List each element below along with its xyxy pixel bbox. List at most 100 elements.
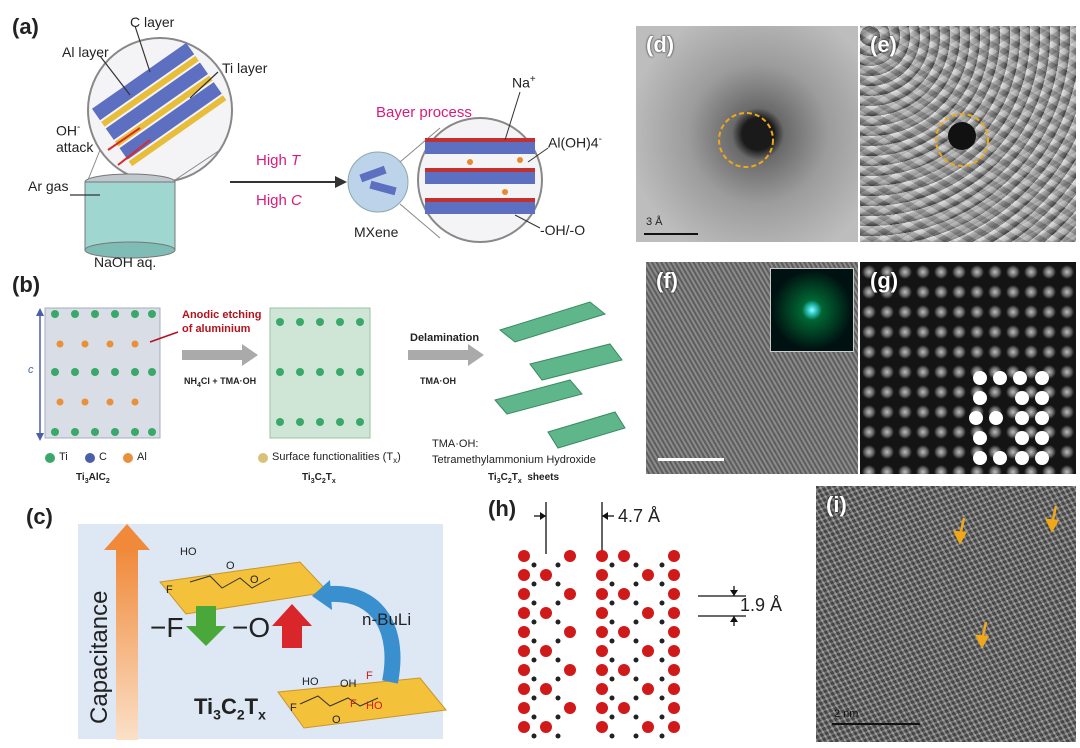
red-arrow: [272, 604, 312, 648]
o-atom: [518, 645, 530, 657]
ti3alc2-crystal: [44, 307, 161, 439]
spacing-4-7-label: 4.7 Å: [618, 506, 661, 526]
bottom-flake-ho: HO: [302, 676, 319, 688]
reagent-nh4cl-label: NH4Cl + TMA·OH: [184, 376, 257, 389]
panel-e-label: (e): [870, 32, 897, 57]
c-layer-label: C layer: [130, 14, 175, 30]
panel-e-vacancy-circle: [935, 113, 989, 167]
o-atom: [642, 645, 654, 657]
bottom-flake-f: F: [290, 702, 297, 714]
panel-i-label: (i): [826, 492, 847, 517]
ti-atom: [531, 562, 537, 568]
ti-atom: [555, 562, 561, 568]
ti-atom: [609, 600, 615, 606]
o-atom: [564, 626, 576, 638]
bottom-flake-ho-red: HO: [366, 700, 383, 712]
o-atom: [518, 569, 530, 581]
ti-atom-rows: [51, 310, 156, 436]
top-flake: [159, 561, 330, 615]
blue-curved-arrow: [329, 585, 401, 684]
ti-atom: [659, 714, 665, 720]
o-atom: [596, 569, 608, 581]
o-atom: [642, 721, 654, 733]
ti-atom: [659, 562, 665, 568]
o-atom: [540, 569, 552, 581]
panel-g-label: (g): [870, 268, 899, 293]
panel-a: (a): [0, 0, 620, 270]
o-atom: [596, 550, 608, 562]
high-c-label: High C: [256, 192, 302, 209]
fft-inset: [770, 268, 854, 352]
o-atom: [564, 588, 576, 600]
o-atom: [642, 569, 654, 581]
panel-d-scale-label: 3 Å: [646, 216, 663, 228]
panel-d-vacancy-circle: [718, 112, 774, 168]
ti-atom: [633, 600, 639, 606]
panel-h: (h) 4.7 Å 1.9 Å: [478, 494, 808, 744]
ti-atom: [609, 562, 615, 568]
panel-i-micrograph: (i) 2 nm: [816, 486, 1076, 742]
panel-e-micrograph: (e): [860, 26, 1076, 242]
ti-atom: [659, 676, 665, 682]
c-axis-label: c: [28, 364, 34, 376]
legend-c-label: C: [99, 451, 107, 463]
green-arrow: [186, 606, 226, 646]
ti-atom: [659, 638, 665, 644]
beaker-body: [84, 181, 176, 251]
ti-atom: [659, 657, 665, 663]
panel-h-label: (h): [488, 496, 517, 521]
ti-atom: [609, 638, 615, 644]
ti-layer-label: Ti layer: [222, 60, 268, 76]
o-atom: [668, 664, 680, 676]
ti-atom: [531, 657, 537, 663]
o-atom: [618, 588, 630, 600]
high-t-label: High T: [256, 152, 301, 169]
surface-functionalities-label: Surface functionalities (Tx): [272, 451, 401, 466]
o-atom: [668, 569, 680, 581]
ti-atom: [609, 714, 615, 720]
panel-d-micrograph: (d) 3 Å: [636, 26, 858, 242]
o-atom: [564, 664, 576, 676]
ti-atom: [531, 581, 537, 587]
bottom-flake-f-red2: F: [350, 698, 357, 710]
legend-ti-label: Ti: [59, 451, 68, 463]
o-atom: [596, 702, 608, 714]
bottom-flake-f-red: F: [366, 670, 373, 682]
naoh-label: NaOH aq.: [94, 254, 157, 270]
ti-atom: [633, 714, 639, 720]
ti-atom: [609, 695, 615, 701]
capacitance-arrow-head: [104, 524, 150, 550]
mxene-label: MXene: [354, 224, 399, 240]
panel-h-lattice: [518, 502, 746, 739]
panel-d-label: (d): [646, 32, 675, 57]
ti-atom: [555, 695, 561, 701]
o-atom: [564, 550, 576, 562]
o-atom: [618, 626, 630, 638]
minus-o-label: −O: [232, 612, 271, 643]
ti-atom: [633, 657, 639, 663]
o-atom: [518, 588, 530, 600]
panel-c-label: (c): [26, 504, 53, 529]
ti-atom: [531, 600, 537, 606]
panel-f-label: (f): [656, 268, 678, 293]
ti-atom: [633, 619, 639, 625]
top-flake-f: F: [166, 584, 173, 596]
o-atom: [564, 702, 576, 714]
o-atom: [642, 683, 654, 695]
top-flake-o1: O: [226, 560, 235, 572]
panel-b-label: (b): [12, 272, 41, 297]
aloh4-label: Al(OH)4-: [548, 134, 602, 151]
oh-attack-label: OH- attack: [56, 122, 94, 155]
bayer-process-label: Bayer process: [376, 104, 472, 121]
reagent-tma-label: TMA·OH: [420, 376, 456, 386]
o-atom: [518, 721, 530, 733]
o-atom: [518, 550, 530, 562]
spacing-1-9-label: 1.9 Å: [740, 595, 783, 615]
o-atom: [618, 702, 630, 714]
o-atom: [540, 645, 552, 657]
ti-atom: [609, 733, 615, 739]
legend-c-dot: [85, 453, 95, 463]
o-atom: [596, 607, 608, 619]
o-atom: [518, 626, 530, 638]
